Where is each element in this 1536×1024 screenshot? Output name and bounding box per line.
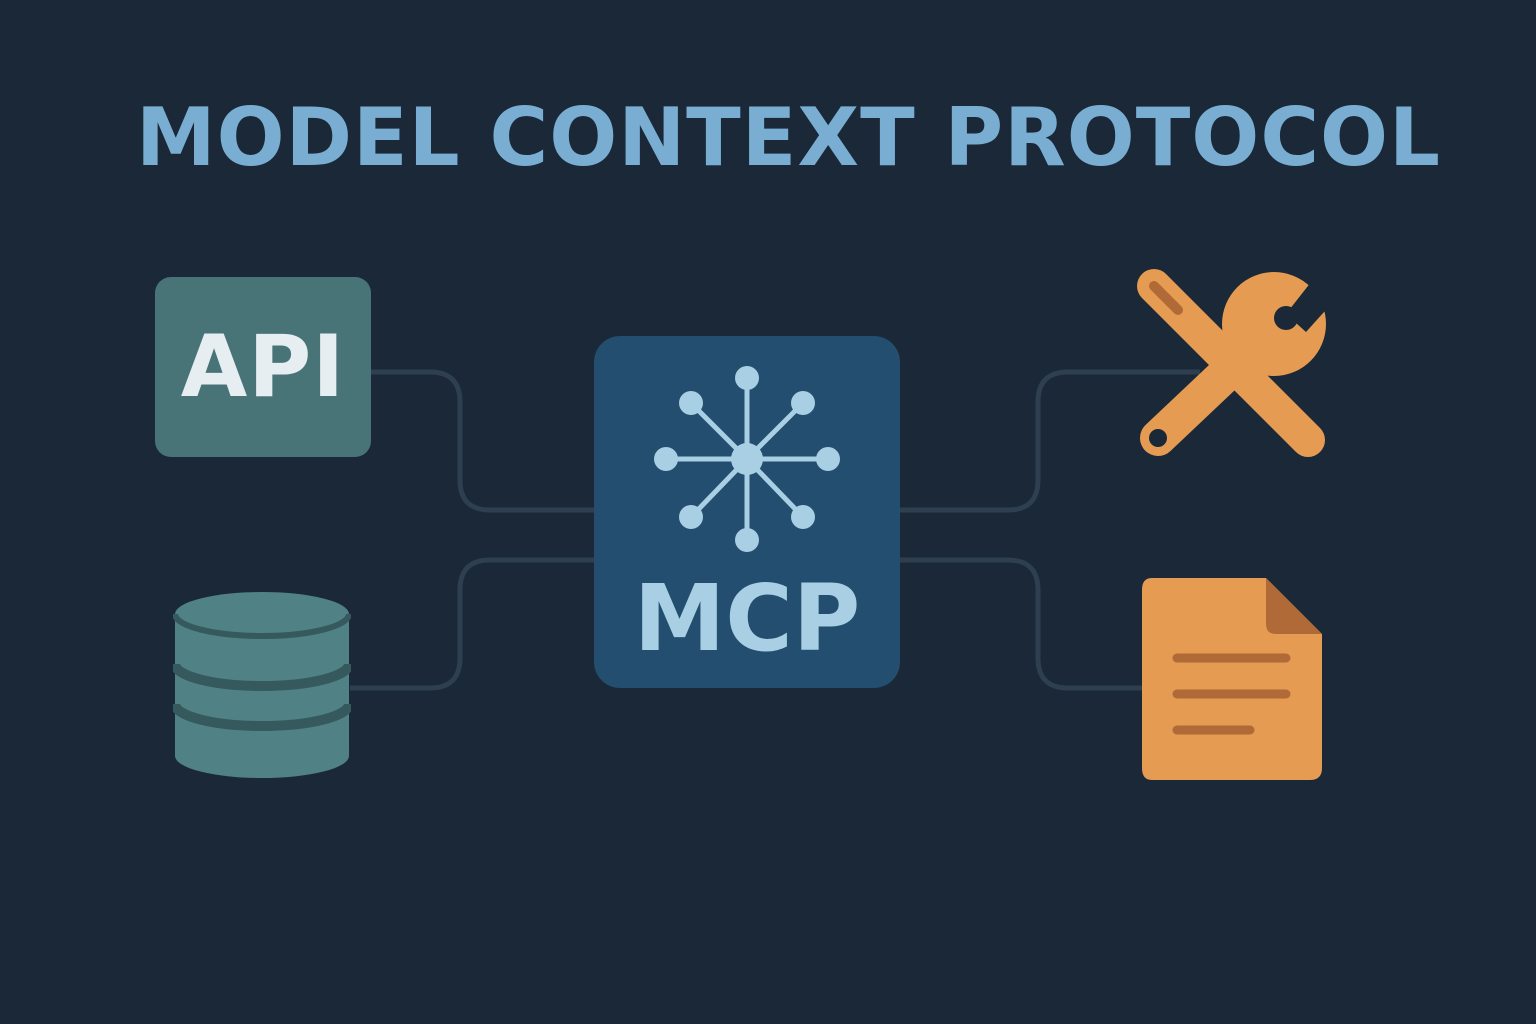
mcp-label: MCP (633, 565, 861, 672)
mcp-hub-box: MCP (594, 336, 900, 688)
wrench-icon (1140, 268, 1336, 456)
document-icon (1142, 578, 1322, 780)
page-title: MODEL CONTEXT PROTOCOL (136, 91, 1442, 184)
connector-api-to-mcp (371, 369, 594, 513)
network-hub-icon (654, 366, 840, 552)
connector-mcp-to-document (900, 557, 1143, 691)
connector-mcp-to-tools (900, 369, 1200, 513)
api-label: API (180, 317, 346, 417)
connector-database-to-mcp (350, 557, 594, 691)
tools-icon (1137, 268, 1336, 457)
api-box: API (155, 277, 371, 457)
database-icon (173, 592, 351, 778)
